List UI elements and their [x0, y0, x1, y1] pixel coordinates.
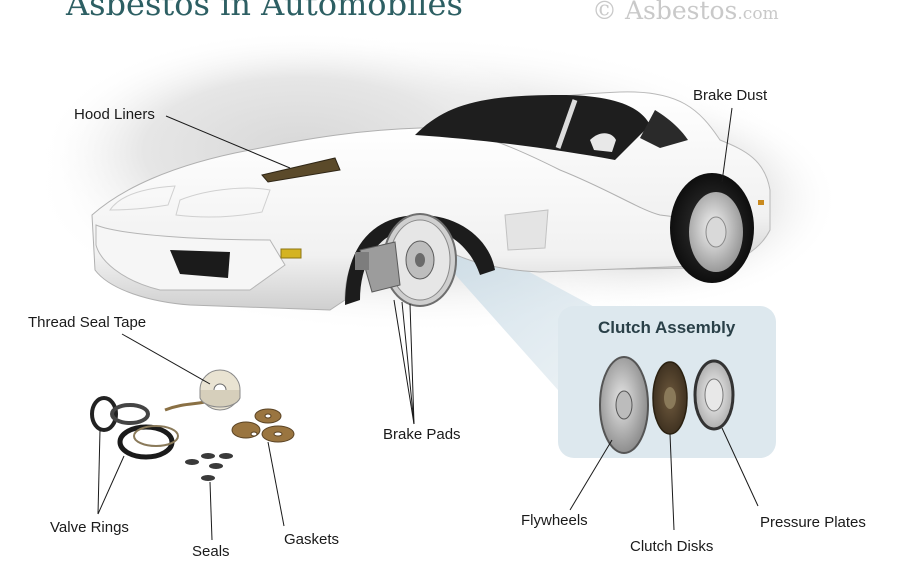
leader-gaskets — [267, 441, 285, 527]
label-hood-liners: Hood Liners — [74, 106, 155, 123]
watermark-suffix: .com — [737, 4, 779, 24]
highlight-beam — [420, 235, 600, 390]
leader-thread-seal-tape — [121, 333, 211, 385]
leader-brake-pads-1 — [393, 299, 415, 425]
pressure-plate-part — [693, 359, 735, 431]
leader-flywheels — [569, 439, 613, 511]
page-title: Asbestos in Automobiles — [66, 0, 463, 23]
copyright-watermark: © Asbestos.com — [592, 0, 779, 25]
valve-rings-group — [90, 396, 179, 460]
label-brake-dust: Brake Dust — [693, 87, 768, 104]
clutch-disk-part — [652, 361, 688, 435]
flywheel-part — [599, 356, 649, 454]
label-pressure-plates: Pressure Plates — [760, 514, 866, 531]
label-flywheels: Flywheels — [521, 512, 588, 529]
leader-lines — [97, 107, 759, 541]
label-valve-rings: Valve Rings — [50, 519, 129, 536]
leader-clutch-disks — [669, 433, 675, 531]
leader-brake-pads-3 — [409, 303, 415, 425]
label-clutch-disks: Clutch Disks — [630, 538, 714, 555]
leader-valve-rings-1 — [97, 429, 101, 515]
gaskets-group — [231, 408, 295, 443]
clutch-assembly-title: Clutch Assembly — [598, 318, 736, 337]
leader-valve-rings-2 — [97, 455, 125, 515]
leader-brake-pads-2 — [401, 301, 415, 425]
corvette-car — [91, 91, 771, 311]
seals-group — [185, 453, 233, 481]
label-brake-pads: Brake Pads — [383, 426, 461, 443]
leader-seals — [209, 481, 213, 541]
leader-brake-dust — [721, 107, 733, 183]
label-thread-seal-tape: Thread Seal Tape — [28, 314, 147, 331]
label-gaskets: Gaskets — [284, 531, 340, 548]
watermark-text: © Asbestos — [592, 0, 738, 25]
leader-hood-liners — [165, 115, 291, 169]
leader-pressure-plates — [721, 427, 759, 507]
label-seals: Seals — [192, 543, 230, 560]
thread-seal-tape-roll — [164, 369, 241, 412]
